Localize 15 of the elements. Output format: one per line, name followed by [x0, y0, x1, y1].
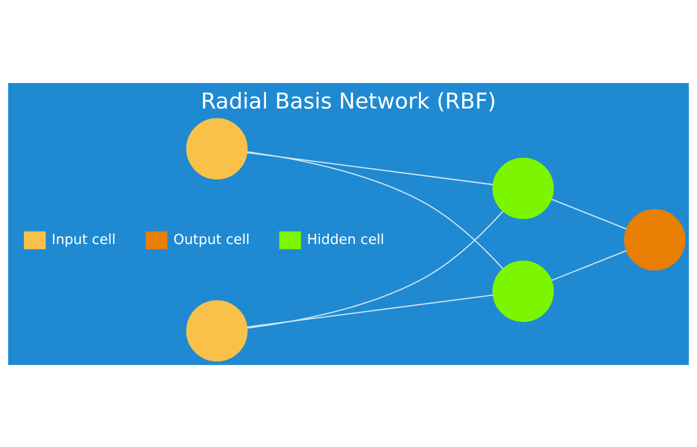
connector [247, 210, 504, 328]
node-circle [186, 118, 248, 179]
connector [247, 150, 504, 269]
legend-label: Input cell [52, 231, 116, 248]
node-circle [624, 208, 686, 270]
legend-label: Hidden cell [306, 231, 384, 248]
connector [246, 294, 494, 328]
diagram-title: Radial Basis Network (RBF) [200, 88, 496, 114]
legend-label: Output cell [173, 231, 250, 248]
connector [246, 152, 494, 185]
node-circle [492, 260, 554, 322]
connector [551, 198, 627, 229]
node-circle [492, 157, 554, 219]
connector [551, 250, 627, 280]
node-circle [186, 300, 248, 362]
